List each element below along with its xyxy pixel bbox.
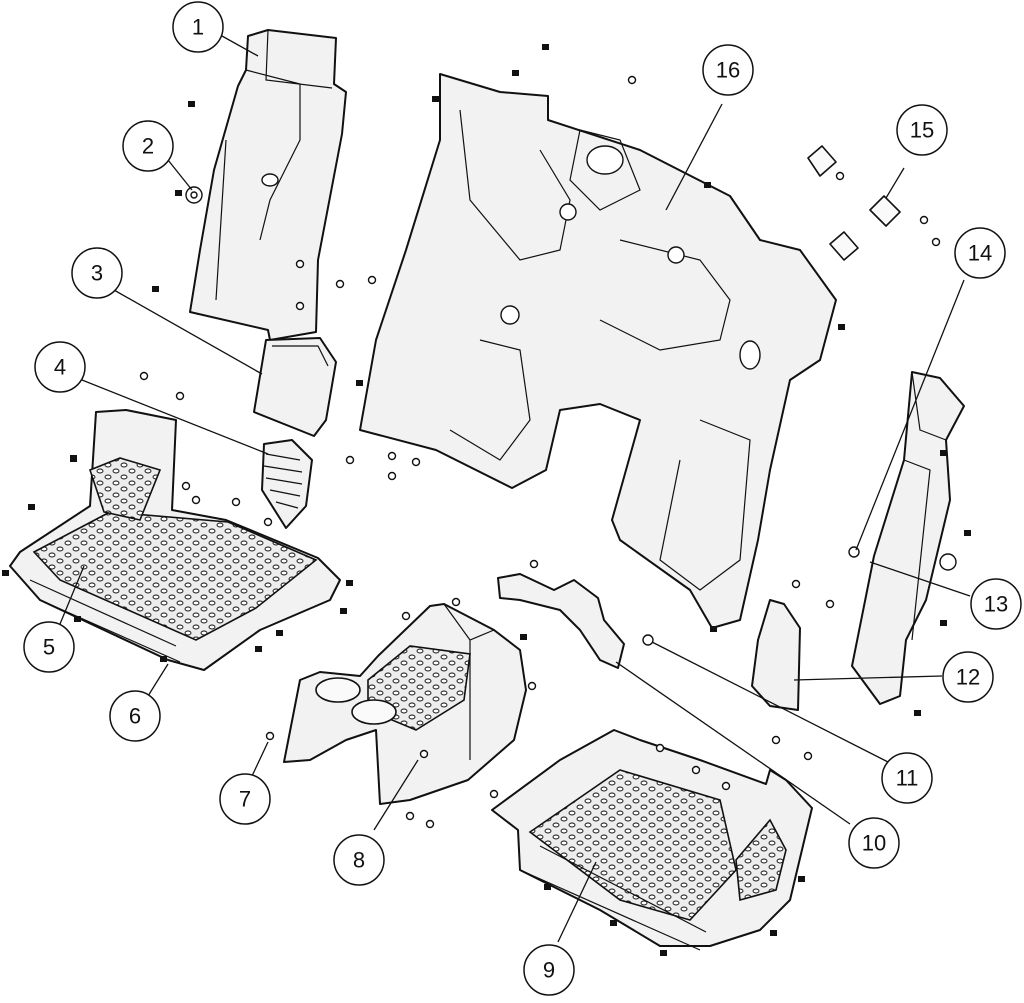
callout-16: 16 <box>702 44 754 96</box>
part-15-pads <box>807 145 901 261</box>
svg-text:12: 12 <box>956 665 980 690</box>
callout-12: 12 <box>942 651 994 703</box>
callout-2: 2 <box>122 120 174 172</box>
callout-9: 9 <box>523 944 575 996</box>
callouts: 1 2 3 4 5 6 7 8 <box>23 1 1022 996</box>
svg-text:6: 6 <box>129 704 141 729</box>
svg-text:1: 1 <box>192 15 204 40</box>
callout-13: 13 <box>970 578 1022 630</box>
callout-10: 10 <box>848 817 900 869</box>
callout-15: 15 <box>896 104 948 156</box>
part-8-center-console <box>283 603 527 805</box>
part-1-left-pillar-trim <box>189 29 347 341</box>
svg-text:14: 14 <box>968 241 992 266</box>
part-10-bracket <box>497 573 625 669</box>
svg-text:10: 10 <box>862 831 886 856</box>
svg-text:8: 8 <box>353 848 365 873</box>
part-13-grommet <box>939 553 957 571</box>
callout-1: 1 <box>172 1 224 53</box>
part-4-vent-grille <box>261 439 313 529</box>
callout-6: 6 <box>109 690 161 742</box>
callout-11: 11 <box>881 752 933 804</box>
clips-and-screws <box>2 44 971 956</box>
svg-text:3: 3 <box>91 261 103 286</box>
svg-text:2: 2 <box>142 134 154 159</box>
part-14-right-pillar-trim <box>848 371 965 705</box>
leader-lines <box>59 35 971 943</box>
callout-4: 4 <box>34 341 86 393</box>
part-9-right-floor-step <box>491 729 813 951</box>
svg-text:13: 13 <box>984 592 1008 617</box>
part-2-grommet <box>185 186 203 204</box>
part-3-small-panel <box>253 337 337 437</box>
svg-text:5: 5 <box>43 635 55 660</box>
callout-14: 14 <box>954 227 1006 279</box>
svg-text:11: 11 <box>896 766 919 791</box>
callout-5: 5 <box>23 621 75 673</box>
svg-text:9: 9 <box>543 958 555 983</box>
part-5-left-floor-step <box>9 409 341 671</box>
svg-text:4: 4 <box>54 355 66 380</box>
callout-3: 3 <box>71 247 123 299</box>
rear-bulkhead-panel <box>359 73 837 629</box>
callout-8: 8 <box>333 834 385 886</box>
part-11-fastener <box>642 634 654 646</box>
part-12-small-panel <box>751 599 801 711</box>
svg-text:15: 15 <box>910 118 934 143</box>
callout-7: 7 <box>219 773 271 825</box>
svg-text:7: 7 <box>239 787 251 812</box>
svg-text:16: 16 <box>716 58 740 83</box>
